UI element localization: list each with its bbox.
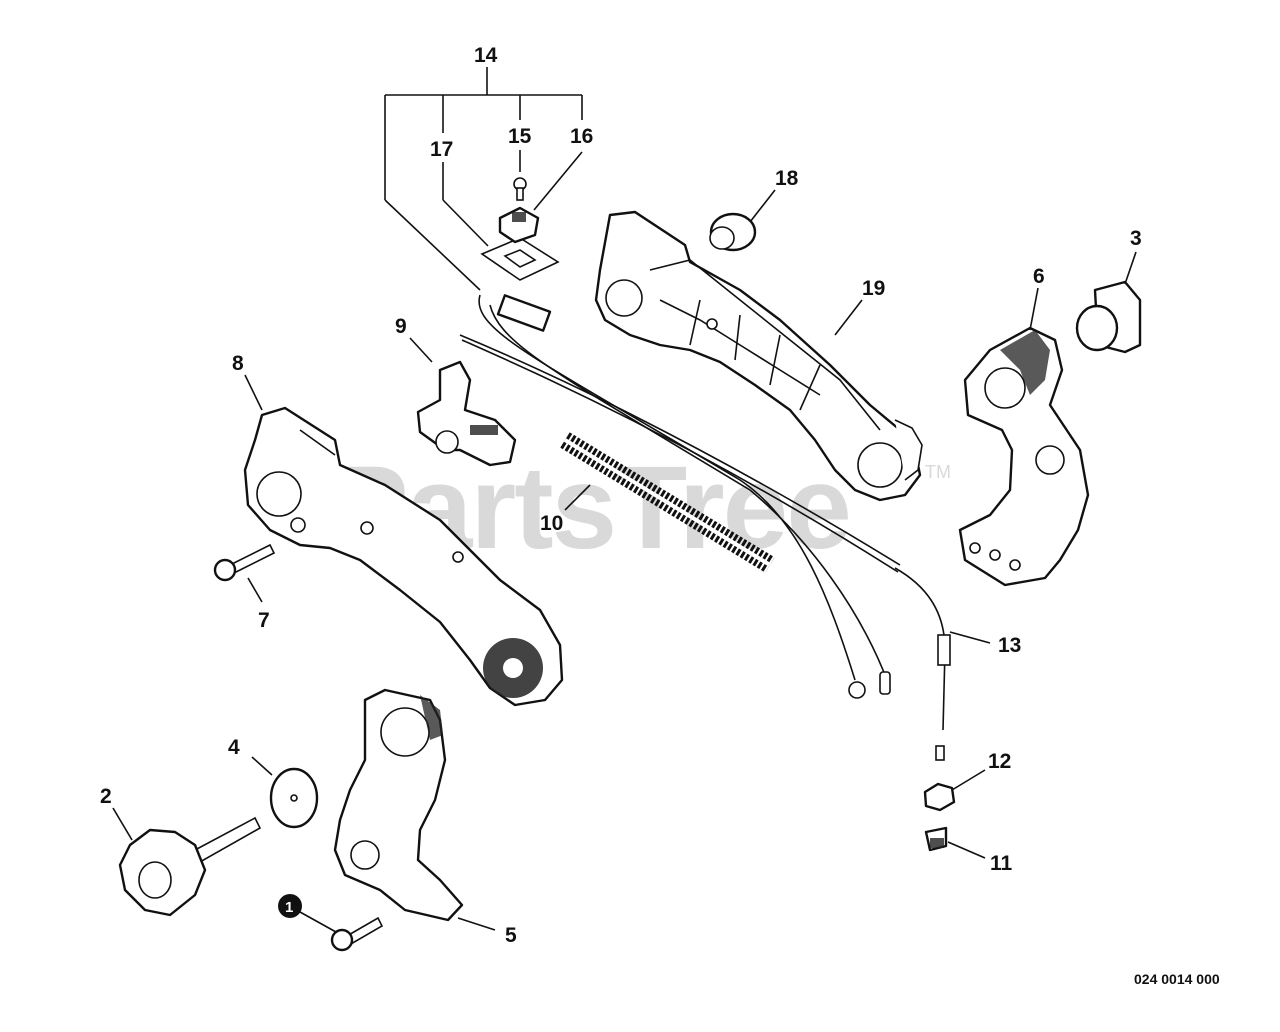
callout-12: 12 <box>988 750 1011 773</box>
part-3-cap[interactable] <box>1075 280 1142 354</box>
callout-2: 2 <box>100 785 112 808</box>
part-14-wire-harness[interactable] <box>459 294 901 699</box>
callout-9: 9 <box>395 315 407 338</box>
callout-15: 15 <box>508 125 532 148</box>
callout-8: 8 <box>232 352 244 375</box>
callout-5: 5 <box>505 924 517 947</box>
callout-1-bullet <box>278 894 302 918</box>
callout-19: 19 <box>862 277 885 300</box>
callout-3: 3 <box>1130 227 1142 250</box>
part-1-screw[interactable] <box>330 916 384 952</box>
part-15-screw[interactable] <box>513 177 527 201</box>
callout-16: 16 <box>570 125 593 148</box>
part-2-knob[interactable] <box>118 816 262 917</box>
callout-6: 6 <box>1033 265 1045 288</box>
callout-4: 4 <box>228 736 240 759</box>
part-9-trigger[interactable] <box>416 360 517 467</box>
callout-1: 1 <box>285 899 293 916</box>
callout-13: 13 <box>998 634 1021 657</box>
part-13-throttle-cable[interactable] <box>894 567 951 761</box>
leader-lines <box>112 67 1137 933</box>
part-17-gasket[interactable] <box>480 237 560 281</box>
part-11-fitting[interactable] <box>924 826 948 852</box>
part-5-clamp[interactable] <box>333 688 464 922</box>
part-7-screw[interactable] <box>213 543 276 582</box>
part-6-clamp[interactable] <box>958 326 1090 587</box>
part-18-bushing[interactable] <box>709 212 757 252</box>
part-16-switch[interactable] <box>498 206 540 244</box>
callout-10: 10 <box>540 512 563 535</box>
callout-11: 11 <box>990 852 1013 875</box>
callout-7: 7 <box>258 609 270 632</box>
callout-14: 14 <box>474 44 498 67</box>
part-19-handle-half[interactable] <box>594 210 923 502</box>
drawing-number: 024 0014 000 <box>1134 971 1220 987</box>
part-8-handle-half[interactable] <box>243 406 564 707</box>
part-4-washer[interactable] <box>269 767 319 829</box>
watermark-trademark: TM <box>925 462 951 482</box>
part-10-spring[interactable] <box>560 432 775 573</box>
callout-18: 18 <box>775 167 799 190</box>
part-12-nut[interactable] <box>923 782 956 812</box>
callout-labels: 14 17 15 16 18 3 6 19 9 8 10 7 13 12 4 2… <box>100 44 1142 947</box>
callout-17: 17 <box>430 138 453 161</box>
